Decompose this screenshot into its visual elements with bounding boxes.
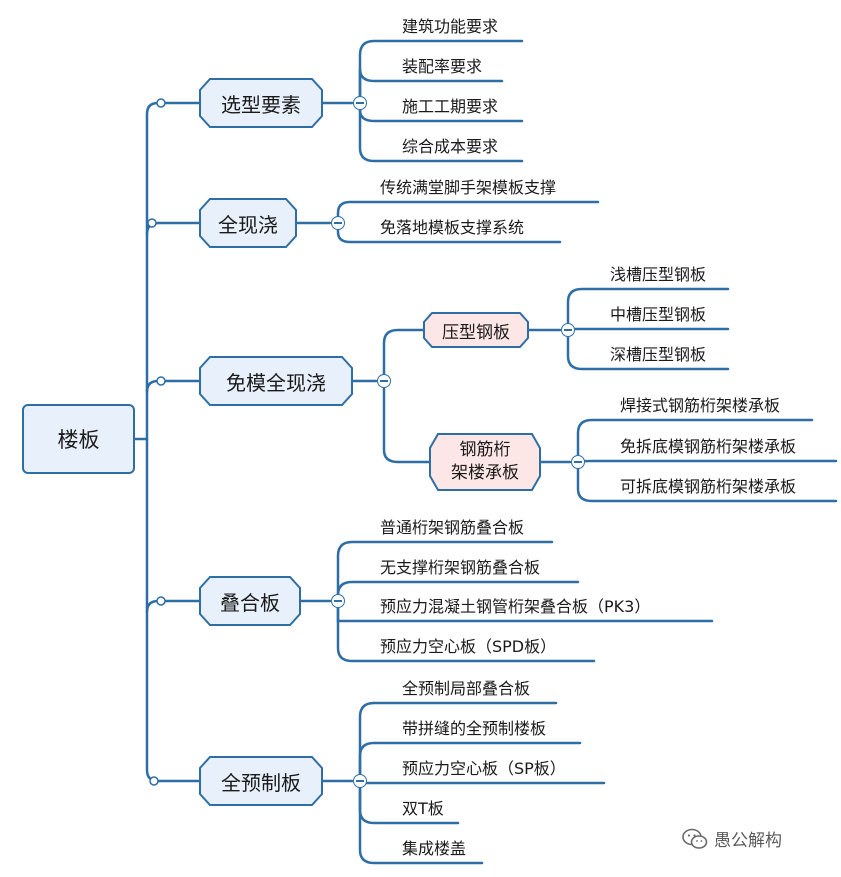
branch-box-2 bbox=[199, 198, 297, 248]
sub-profiled-steel-deck[interactable]: 压型钢板 bbox=[442, 322, 510, 343]
leaf[interactable]: 可拆底模钢筋桁架楼承板 bbox=[620, 477, 797, 496]
branch-precast-slab[interactable]: 全预制板 bbox=[221, 770, 301, 795]
collapse-toggle-sub-2[interactable] bbox=[571, 455, 585, 469]
leaf[interactable]: 普通桁架钢筋叠合板 bbox=[380, 518, 525, 537]
leaf[interactable]: 免拆底模钢筋桁架楼承板 bbox=[620, 437, 797, 456]
leaf[interactable]: 建筑功能要求 bbox=[402, 17, 499, 36]
wechat-icon bbox=[682, 828, 708, 849]
branch-box-4 bbox=[199, 576, 301, 626]
leaf[interactable]: 免落地模板支撑系统 bbox=[380, 218, 525, 237]
watermark: 愚公解构 bbox=[682, 826, 782, 851]
branch-box-1 bbox=[199, 78, 323, 128]
joint-dot bbox=[156, 376, 166, 386]
leaf[interactable]: 集成楼盖 bbox=[402, 839, 467, 858]
leaf[interactable]: 深槽压型钢板 bbox=[610, 345, 707, 364]
leaf[interactable]: 双T板 bbox=[402, 799, 444, 818]
leaf[interactable]: 无支撑桁架钢筋叠合板 bbox=[380, 558, 541, 577]
root-node[interactable]: 楼板 bbox=[22, 404, 135, 474]
sub-truss-deck-line2: 架楼承板 bbox=[451, 463, 519, 483]
collapse-toggle-branch-2[interactable] bbox=[331, 216, 345, 230]
joint-dot bbox=[156, 596, 166, 606]
joint-dot bbox=[156, 98, 166, 108]
leaf[interactable]: 预应力空心板（SP板） bbox=[402, 759, 566, 778]
leaf[interactable]: 传统满堂脚手架模板支撑 bbox=[380, 178, 557, 197]
watermark-text: 愚公解构 bbox=[714, 831, 782, 851]
joint-dot bbox=[149, 776, 159, 786]
branch-selection-factors[interactable]: 选型要素 bbox=[221, 92, 301, 117]
branch-box-3 bbox=[199, 356, 353, 406]
collapse-toggle-branch-5[interactable] bbox=[353, 774, 367, 788]
leaf[interactable]: 焊接式钢筋桁架楼承板 bbox=[620, 396, 781, 415]
sub-truss-deck-line1: 钢筋桁 bbox=[459, 440, 511, 460]
leaf[interactable]: 全预制局部叠合板 bbox=[402, 679, 531, 698]
branch-formwork-free-cast[interactable]: 免模全现浇 bbox=[226, 370, 326, 395]
leaf[interactable]: 预应力空心板（SPD板） bbox=[380, 637, 557, 656]
leaf[interactable]: 中槽压型钢板 bbox=[610, 305, 707, 324]
branch-box-5 bbox=[199, 756, 323, 806]
leaf[interactable]: 施工工期要求 bbox=[402, 97, 499, 116]
sub-box-1 bbox=[423, 312, 529, 348]
trunk-line bbox=[145, 101, 160, 783]
sub-truss-deck[interactable]: 钢筋桁 架楼承板 bbox=[430, 434, 540, 490]
leaf[interactable]: 装配率要求 bbox=[402, 57, 483, 76]
collapse-toggle-branch-1[interactable] bbox=[353, 96, 367, 110]
branch-composite-slab[interactable]: 叠合板 bbox=[220, 590, 280, 615]
leaf[interactable]: 带拼缝的全预制楼板 bbox=[402, 719, 547, 738]
collapse-toggle-branch-4[interactable] bbox=[331, 594, 345, 608]
leaf[interactable]: 浅槽压型钢板 bbox=[610, 265, 707, 284]
collapse-toggle-sub-1[interactable] bbox=[561, 323, 575, 337]
leaf[interactable]: 综合成本要求 bbox=[402, 137, 499, 156]
sub-box-2 bbox=[429, 433, 541, 491]
branch-full-cast-in-place[interactable]: 全现浇 bbox=[218, 212, 278, 237]
leaf[interactable]: 预应力混凝土钢管桁架叠合板（PK3） bbox=[380, 597, 651, 616]
joint-dot bbox=[147, 218, 157, 228]
collapse-toggle-branch-3[interactable] bbox=[377, 374, 391, 388]
